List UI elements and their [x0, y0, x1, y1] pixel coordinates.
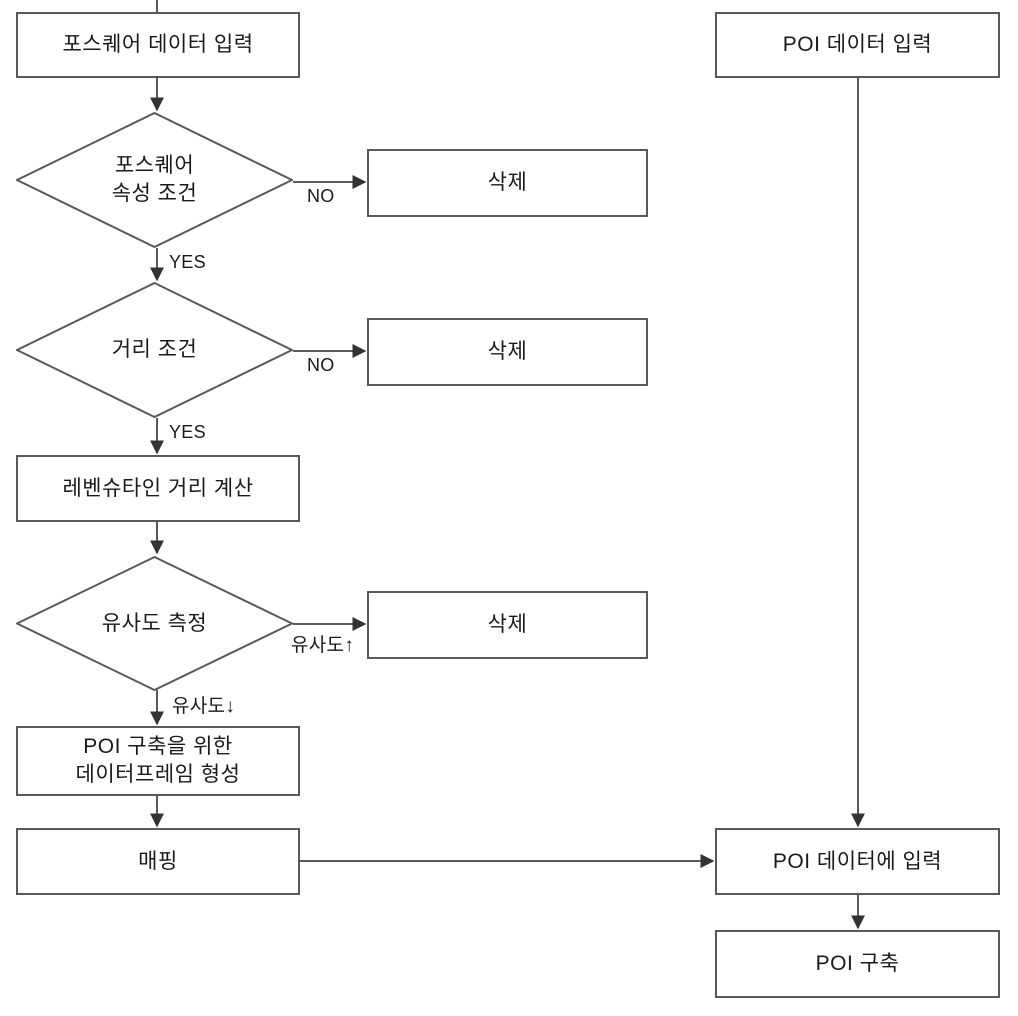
node-delete-2[interactable]: 삭제 — [367, 318, 648, 386]
node-mapping[interactable]: 매핑 — [16, 828, 300, 895]
edge-label-similarity-low: 유사도↓ — [172, 696, 236, 717]
node-label: 삭제 — [487, 340, 528, 364]
node-label: POI 데이터 입력 — [782, 33, 933, 57]
edge-label-attribute-no: NO — [307, 186, 335, 206]
node-label: 레벤슈타인 거리 계산 — [62, 476, 254, 500]
node-label: POI 구축을 위한 데이터프레임 형성 — [75, 735, 241, 786]
node-foursquare-attribute-condition[interactable]: 포스퀘어 속성 조건 — [16, 112, 293, 248]
diamond-shape — [16, 556, 293, 691]
node-label: 포스퀘어 데이터 입력 — [62, 33, 254, 57]
node-label: 포스퀘어 속성 조건 — [111, 154, 198, 205]
edge-label-distance-yes: YES — [169, 422, 206, 442]
node-label: 유사도 측정 — [101, 611, 208, 635]
diamond-shape — [16, 282, 293, 418]
edge-label-distance-no: NO — [307, 355, 335, 375]
node-levenshtein-distance[interactable]: 레벤슈타인 거리 계산 — [16, 455, 300, 522]
node-delete-1[interactable]: 삭제 — [367, 149, 648, 217]
node-delete-3[interactable]: 삭제 — [367, 591, 648, 659]
diamond-shape — [16, 112, 293, 248]
node-poi-data-insert[interactable]: POI 데이터에 입력 — [715, 828, 1000, 895]
node-foursquare-input[interactable]: 포스퀘어 데이터 입력 — [16, 12, 300, 78]
node-label: POI 데이터에 입력 — [772, 849, 943, 873]
node-label: POI 구축 — [815, 952, 900, 976]
edge-label-similarity-high: 유사도↑ — [291, 635, 355, 656]
node-label: 삭제 — [487, 613, 528, 637]
node-poi-build[interactable]: POI 구축 — [715, 930, 1000, 998]
node-label: 매핑 — [138, 849, 178, 873]
edge-label-attribute-yes: YES — [169, 252, 206, 272]
node-label: 삭제 — [487, 171, 528, 195]
node-label: 거리 조건 — [111, 338, 198, 362]
node-dataframe-formation[interactable]: POI 구축을 위한 데이터프레임 형성 — [16, 726, 300, 796]
node-poi-input[interactable]: POI 데이터 입력 — [715, 12, 1000, 78]
node-similarity-measure[interactable]: 유사도 측정 — [16, 556, 293, 691]
node-distance-condition[interactable]: 거리 조건 — [16, 282, 293, 418]
